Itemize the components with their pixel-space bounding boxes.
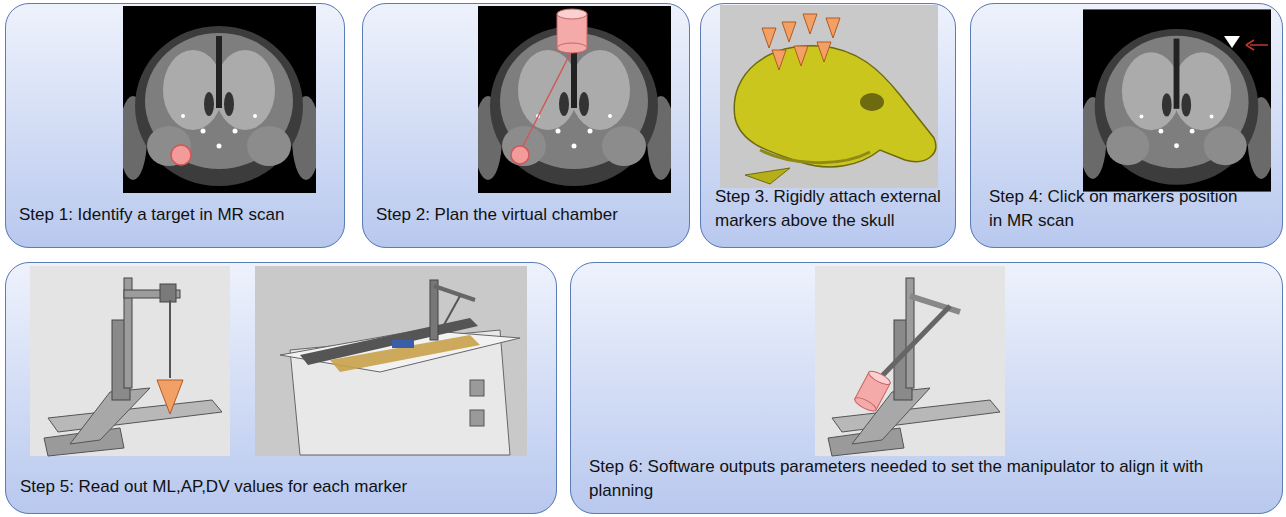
target-marker — [511, 146, 529, 164]
arm — [910, 296, 960, 312]
latch — [470, 410, 484, 426]
base-rail — [48, 400, 222, 432]
step-caption: Step 2: Plan the virtual chamber — [376, 203, 679, 227]
base-rail — [832, 400, 1000, 432]
marker-cone — [782, 22, 796, 42]
chamber-base — [853, 395, 878, 413]
step-panel: Step 1: Identify a target in MR scan — [5, 3, 345, 248]
external-markers — [762, 14, 840, 70]
step-caption: Step 1: Identify a target in MR scan — [19, 203, 334, 227]
marker-cone — [817, 42, 831, 62]
skull-render — [734, 46, 936, 184]
panel-ground — [570, 262, 1283, 514]
step-panel: Step 3. Rigidly attach external markers … — [700, 3, 956, 248]
angled-arm — [880, 306, 950, 378]
step-panel: Step 6: Software outputs parameters need… — [570, 262, 1283, 514]
head-block — [392, 340, 414, 348]
render-ground — [720, 5, 938, 188]
marker-cone — [803, 14, 817, 34]
jaw-line — [760, 150, 870, 163]
holder — [160, 284, 176, 302]
eye-socket — [860, 93, 884, 111]
marker-cone — [157, 380, 183, 414]
cross-bar — [70, 388, 150, 444]
pointer-arrow — [1250, 44, 1268, 46]
step-caption: Step 5: Read out ML,AP,DV values for eac… — [20, 475, 546, 499]
panel-ground — [5, 3, 345, 248]
step-caption: Step 4: Click on markers position in MR … — [989, 185, 1239, 233]
skull — [734, 46, 936, 167]
mr-scan — [474, 6, 675, 193]
step-panel: Step 2: Plan the virtual chamber — [362, 3, 690, 248]
panel-ground — [970, 3, 1283, 248]
render-ground — [815, 266, 1005, 456]
marker-cone — [762, 28, 776, 48]
probe — [440, 296, 460, 332]
step-caption: Step 3. Rigidly attach external markers … — [715, 185, 945, 233]
panel-grounds — [5, 3, 1283, 514]
chamber-base — [557, 43, 587, 53]
arm — [434, 286, 475, 300]
mr-scan — [1079, 9, 1275, 191]
plate — [330, 335, 480, 372]
chamber-top — [867, 369, 892, 387]
trajectory-line — [521, 50, 572, 150]
chair-frame — [280, 280, 520, 455]
virtual-chamber — [557, 9, 587, 53]
marker-cone — [826, 18, 840, 38]
manipulator — [44, 278, 222, 456]
virtual-chamber — [853, 369, 892, 414]
manipulator — [828, 278, 1000, 456]
step-caption: Step 6: Software outputs parameters need… — [589, 455, 1272, 503]
step-panel: Step 5: Read out ML,AP,DV values for eac… — [5, 262, 557, 514]
render-ground — [30, 266, 230, 456]
bone-fragment — [745, 168, 790, 184]
latch — [470, 380, 484, 396]
pointer-arrow-head — [1246, 40, 1254, 50]
marker-triangle — [1224, 36, 1240, 48]
step-panel: Step 4: Click on markers position in MR … — [970, 3, 1283, 248]
panel-ground — [362, 3, 690, 248]
render-ground — [255, 266, 527, 456]
target-marker — [171, 145, 191, 165]
marker-cone — [772, 50, 786, 70]
chamber-top — [557, 9, 587, 19]
marker-cone — [794, 46, 808, 66]
panel-ground — [700, 3, 956, 248]
probe — [169, 300, 171, 378]
mr-scan — [119, 6, 320, 193]
panel-ground — [5, 262, 557, 514]
